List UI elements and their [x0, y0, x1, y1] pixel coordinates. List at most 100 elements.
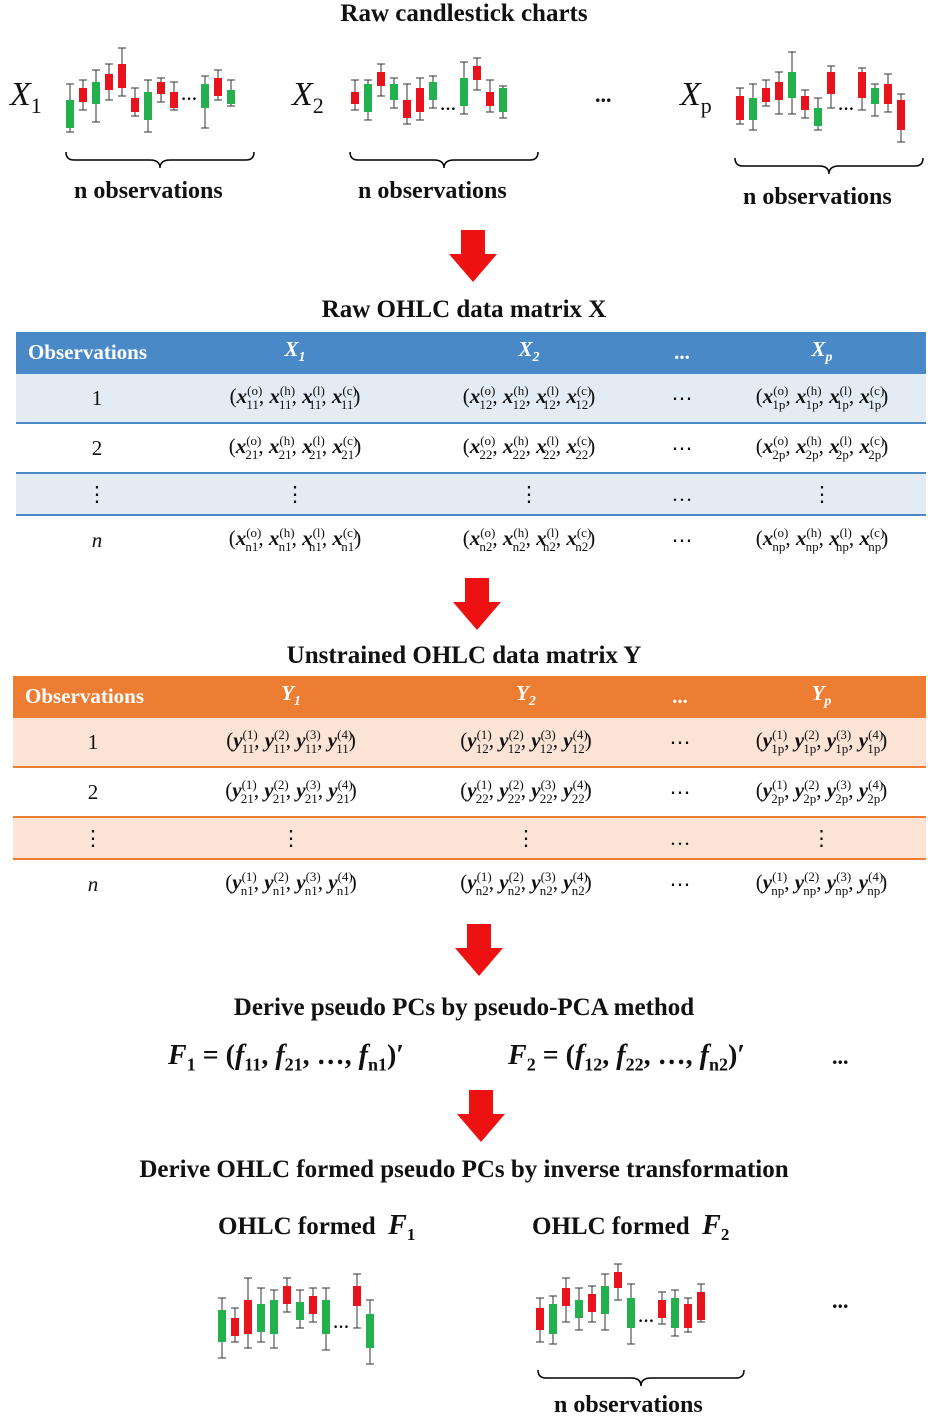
candle-down: [614, 1263, 622, 1301]
gap-ellipsis: …: [181, 87, 197, 104]
candle-down: [697, 1283, 705, 1323]
brace-x1: [65, 151, 255, 169]
gap-ellipsis: …: [638, 1309, 654, 1326]
candle-up: [460, 61, 468, 115]
formula-f2: F2 = (f12, f22, …, fn2)′: [508, 1040, 746, 1075]
candle-up: [66, 83, 74, 133]
candle-up: [366, 1299, 374, 1365]
candle-down: [157, 77, 165, 103]
candle-down: [536, 1297, 544, 1343]
row-label: n: [16, 514, 178, 564]
candle-up: [390, 77, 398, 109]
matrix-cell: (y(1)n2, y(2)n2, y(3)n2, y(4)n2): [409, 858, 643, 908]
variable-xp-label: Xp: [680, 76, 712, 118]
dots-cell: …: [643, 816, 717, 859]
matrix-cell: (x(o)np, x(h)np, x(l)np, x(c)np): [718, 514, 926, 564]
candle-down: [353, 1273, 361, 1329]
candle-up: [257, 1287, 265, 1343]
candle-down: [762, 79, 770, 107]
candle-down: [244, 1277, 252, 1349]
header-yp: Yp: [717, 676, 926, 717]
candle-up: [549, 1295, 557, 1345]
output-ellipsis: ...: [832, 1288, 849, 1313]
candles-f1: …: [218, 1273, 374, 1365]
down-arrow-1: [449, 230, 497, 282]
matrix-cell: (y(1)11, y(2)11, y(3)11, y(4)11): [173, 716, 409, 767]
header-x2: X2: [412, 332, 646, 373]
row-label: 1: [13, 716, 173, 767]
formula-ellipsis: ...: [832, 1044, 849, 1069]
candle-up: [601, 1273, 609, 1331]
candle-up: [871, 83, 879, 117]
row-label: n: [13, 858, 173, 908]
header-observations: Observations: [13, 676, 173, 717]
candle-up: [627, 1283, 635, 1345]
candles-x2: …: [351, 57, 507, 125]
row-label: ⋮: [13, 816, 173, 859]
candle-up: [429, 75, 437, 109]
header-xp: Xp: [718, 332, 926, 373]
candle-up: [814, 97, 822, 131]
table-row: n(y(1)n1, y(2)n1, y(3)n1, y(4)n1)(y(1)n2…: [13, 858, 926, 908]
dots-cell: ⋯: [646, 514, 718, 564]
row-label: 2: [13, 766, 173, 817]
gap-ellipsis: …: [838, 97, 854, 114]
row-label: 2: [16, 422, 178, 473]
matrix-cell: (x(o)22, x(h)22, x(l)22, x(c)22): [412, 422, 646, 473]
table-row: 1(x(o)11, x(h)11, x(l)11, x(c)11)(x(o)12…: [16, 372, 926, 423]
candle-down: [588, 1285, 596, 1323]
candle-down: [658, 1291, 666, 1325]
variable-x2-label: X2: [292, 76, 324, 118]
unstrained-matrix-heading: Unstrained OHLC data matrix Y: [286, 642, 642, 669]
derive-ohlc-heading: Derive OHLC formed pseudo PCs by inverse…: [139, 1156, 789, 1183]
candles-x1: …: [66, 47, 235, 133]
matrix-cell: (x(o)n1, x(h)n1, x(l)n1, x(c)n1): [178, 514, 412, 564]
candle-down: [214, 69, 222, 101]
vdots-cell: ⋮: [718, 472, 926, 515]
row-label: 1: [16, 372, 178, 423]
raw-charts-heading: Raw candlestick charts: [340, 0, 588, 27]
matrix-cell: (x(o)n2, x(h)n2, x(l)n2, x(c)n2): [412, 514, 646, 564]
matrix-cell: (y(1)np, y(2)np, y(3)np, y(4)np): [717, 858, 926, 908]
dots-cell: ⋯: [646, 422, 718, 473]
obs-label-f2: n observations: [554, 1392, 703, 1418]
brace-xp: [734, 157, 924, 175]
table-row: 2(x(o)21, x(h)21, x(l)21, x(c)21)(x(o)22…: [16, 422, 926, 473]
candle-up: [270, 1289, 278, 1349]
candle-up: [788, 51, 796, 115]
candle-down: [105, 63, 113, 101]
matrix-cell: (y(1)2p, y(2)2p, y(3)2p, y(4)2p): [717, 766, 926, 817]
candle-down: [775, 71, 783, 115]
raw-matrix-heading: Raw OHLC data matrix X: [321, 296, 607, 323]
candle-down: [897, 93, 905, 143]
matrix-cell: (y(1)12, y(2)12, y(3)12, y(4)12): [409, 716, 643, 767]
derive-pcs-heading: Derive pseudo PCs by pseudo-PCA method: [233, 994, 695, 1021]
candle-down: [351, 79, 359, 111]
vdots-cell: ⋮: [178, 472, 412, 515]
candle-down: [858, 67, 866, 111]
candle-up: [92, 69, 100, 123]
gap-ellipsis: …: [440, 97, 456, 114]
dots-cell: ⋯: [643, 716, 717, 767]
variable-x1-label: X1: [10, 76, 42, 118]
matrix-cell: (y(1)22, y(2)22, y(3)22, y(4)22): [409, 766, 643, 817]
candle-down: [684, 1297, 692, 1333]
header-dots: ...: [643, 676, 717, 717]
candle-up: [364, 79, 372, 121]
table-row: ⋮⋮⋮…⋮: [16, 472, 926, 515]
candles-xp: …: [736, 51, 905, 143]
candle-down: [473, 57, 481, 91]
candle-up: [671, 1289, 679, 1337]
candle-up: [749, 83, 757, 131]
header-y1: Y1: [173, 676, 409, 717]
table-row: 1(y(1)11, y(2)11, y(3)11, y(4)11)(y(1)12…: [13, 716, 926, 767]
candle-down: [416, 77, 424, 121]
candle-down: [309, 1287, 317, 1323]
candle-up: [201, 75, 209, 129]
brace-x2: [349, 151, 539, 169]
obs-label-x2: n observations: [358, 178, 507, 204]
matrix-cell: (x(o)12, x(h)12, x(l)12, x(c)12): [412, 372, 646, 423]
candle-up: [575, 1287, 583, 1331]
formula-f1: F1 = (f11, f21, …, fn1)′: [168, 1040, 405, 1075]
down-arrow-4: [457, 1090, 505, 1142]
